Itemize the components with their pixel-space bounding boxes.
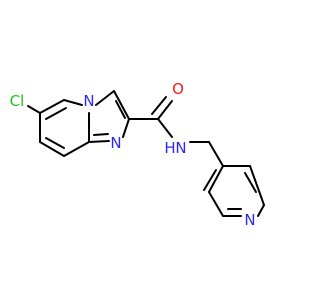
bond-carbonyl-o [157, 100, 173, 120]
atom-label-chlorine: Cl [10, 92, 25, 110]
bond-py-c3-c2 [208, 191, 224, 217]
bond-n3-c8a [88, 140, 110, 143]
atom-label-pyridine-nitrogen: N [244, 211, 255, 229]
bond-py-n-c6 [257, 204, 265, 217]
bond-c3-c2 [113, 90, 130, 120]
bond-n1-c5 [63, 99, 83, 106]
pyridine-ring-core [39, 99, 90, 157]
bond-c2-n3 [122, 118, 130, 138]
atom-label-amide-hydrogen: H [164, 139, 175, 157]
atom-label-imine-nitrogen: N [110, 134, 121, 152]
bond-c3-c2-inner [115, 100, 126, 119]
bond-c5-c6-inner [45, 107, 67, 120]
bond-py-c6-c5 [249, 165, 265, 206]
bond-c7-c8 [39, 141, 65, 157]
bond-ch2-c4py [208, 141, 224, 167]
bond-py-c6-c5-inner [244, 172, 257, 193]
bond-c7-c8-inner [45, 137, 65, 149]
bond-carbonyl-o-double [151, 96, 167, 115]
bond-c8-c8a [63, 141, 90, 157]
pyridine-ring-pendant [203, 165, 265, 217]
bond-n3-c8a-inner [93, 133, 109, 136]
bond-py-c4-c3 [208, 165, 224, 193]
atom-label-bridge-nitrogen: N [83, 92, 94, 110]
bond-c6-cl [27, 105, 41, 114]
amide-group [128, 96, 224, 167]
bond-py-c4-c3-inner [203, 169, 217, 191]
bond-carbonyl-n [157, 118, 173, 138]
bond-n1-c3 [95, 90, 115, 106]
bond-c5-c6 [39, 99, 65, 114]
imidazole-ring [88, 90, 130, 143]
atom-label-carbonyl-oxygen: O [172, 80, 184, 98]
molecule-structure-diagram: Cl N N O N H N [10, 80, 265, 229]
atom-label-amide-nitrogen: N [175, 139, 186, 157]
